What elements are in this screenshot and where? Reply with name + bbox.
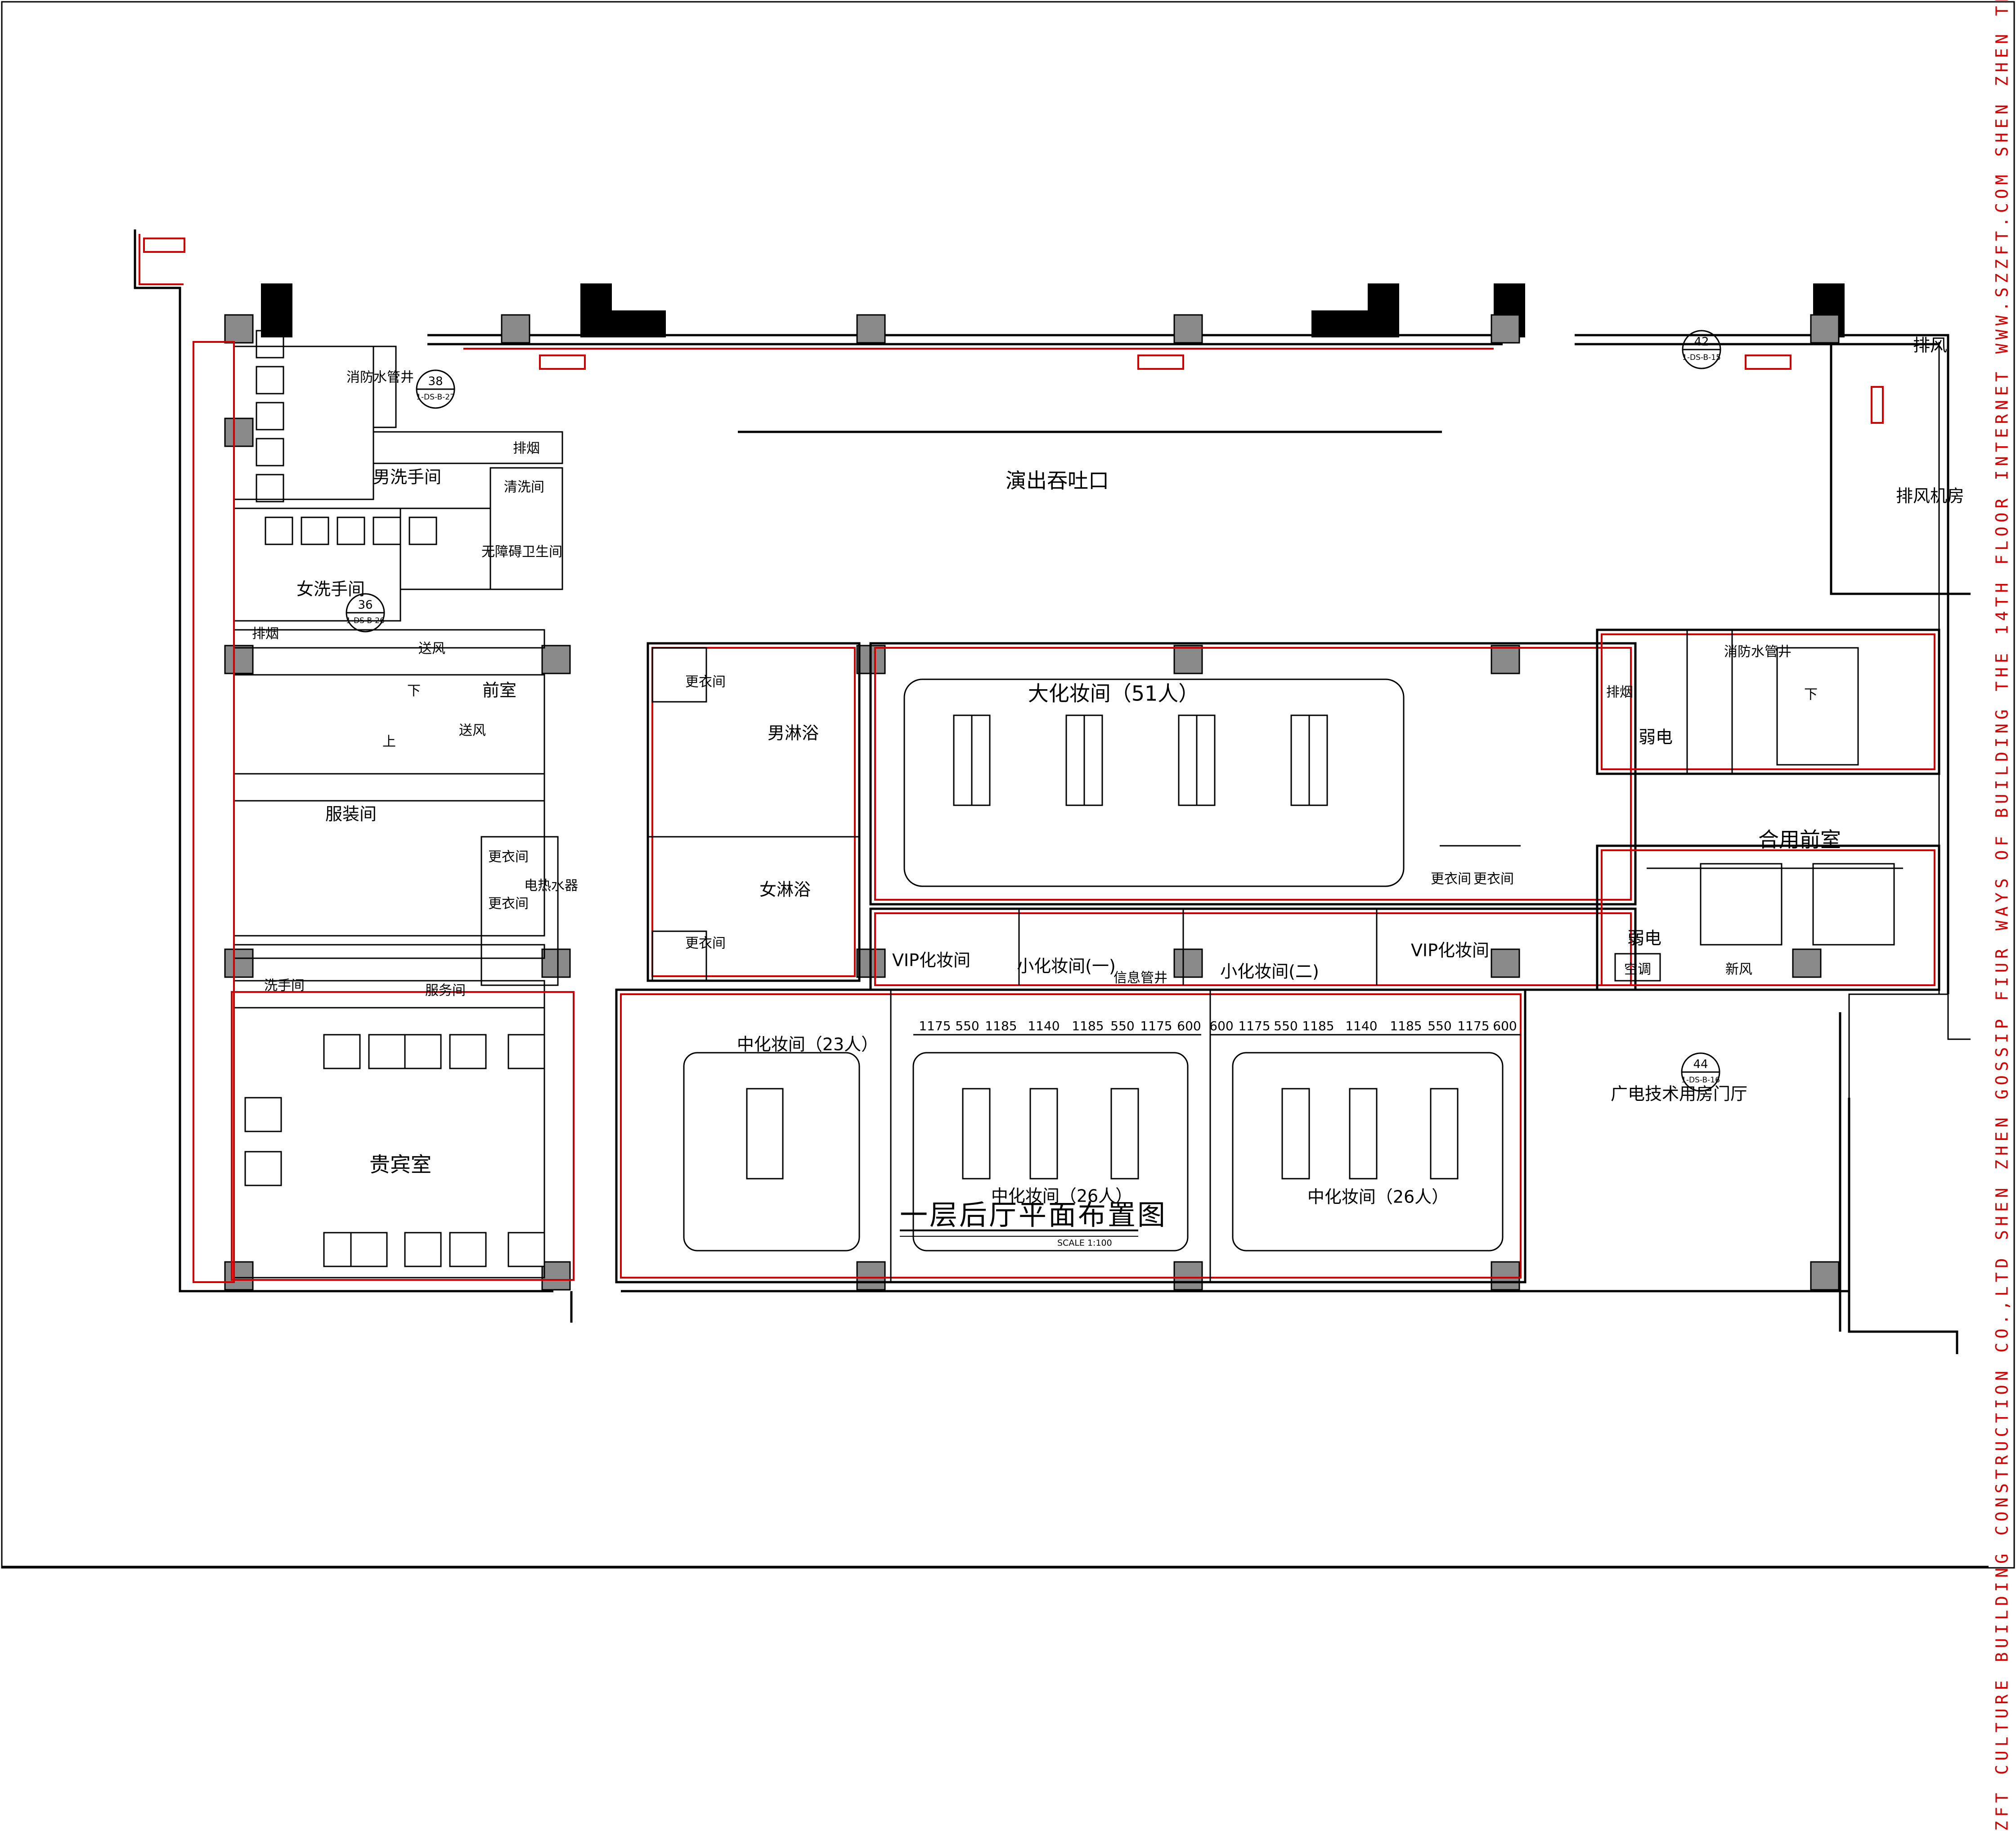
dim-a-3: 1185 <box>985 1019 1017 1033</box>
label-info-shaft: 信息管井 <box>1114 970 1167 986</box>
marker-42-top: 42 <box>1694 335 1709 349</box>
label-service: 服务间 <box>425 983 466 999</box>
mens-toilet-stalls <box>256 330 437 545</box>
label-supply-air-1: 送风 <box>418 641 445 657</box>
company-info-text: ZFT CULTURE BUILDING CONSTRUCTION CO.,LT… <box>1992 0 2012 1831</box>
label-change-b: 更衣间 <box>488 896 529 912</box>
label-change-e: 更衣间 <box>1431 871 1471 887</box>
label-performance: 演出吞吐口 <box>1006 469 1109 493</box>
dim-a-1: 1175 <box>919 1019 951 1033</box>
marker-36-bottom: 1-DS-B-26 <box>346 616 385 625</box>
dim-b-6: 1185 <box>1390 1019 1422 1033</box>
label-supply-air-2: 送风 <box>459 723 486 739</box>
label-small-makeup-2: 小化妆间(二) <box>1220 962 1319 982</box>
label-wash-small: 洗手间 <box>264 978 305 994</box>
label-broadcast-lobby: 广电技术用房门厅 <box>1611 1084 1747 1104</box>
left-wing <box>193 341 575 1283</box>
label-mens-washroom: 男洗手间 <box>373 467 441 487</box>
wall-blocks <box>261 283 1845 337</box>
dim-b-4: 1185 <box>1302 1019 1334 1033</box>
dim-b-9: 600 <box>1493 1019 1517 1033</box>
dimension-group-b: 600 1175 550 1185 1140 1185 550 1175 600 <box>1209 1019 1521 1036</box>
label-vip-lounge: 贵宾室 <box>369 1153 431 1177</box>
marker-38-top: 38 <box>428 375 443 388</box>
label-fire-shaft-left: 消防水管井 <box>346 370 414 386</box>
marker-38-bottom: 1-DS-B-27 <box>416 393 455 402</box>
label-mens-shower: 男淋浴 <box>768 723 819 743</box>
dim-a-8: 600 <box>1177 1019 1201 1033</box>
section-marker-36: 36 1-DS-B-26 <box>346 593 385 633</box>
section-marker-42: 42 1-DS-B-15 <box>1682 330 1721 369</box>
label-fresh-air: 新风 <box>1725 962 1752 978</box>
label-change-f: 更衣间 <box>1473 871 1514 887</box>
floor-plan: 演出吞吐口 排风 排风机房 男洗手间 女洗手间 消防水管井 排烟 清洗间 无障碍… <box>1 1 2015 1569</box>
label-vip-makeup-2: VIP化妆间 <box>1411 941 1489 960</box>
label-down: 下 <box>407 683 421 699</box>
sheet-border <box>1 1 2015 1569</box>
label-smoke-left: 排烟 <box>252 626 279 642</box>
dim-b-2: 1175 <box>1238 1019 1270 1033</box>
dim-b-1: 600 <box>1209 1019 1233 1033</box>
dimension-group-a: 1175 550 1185 1140 1185 550 1175 600 <box>913 1019 1201 1036</box>
dim-a-7: 1175 <box>1140 1019 1172 1033</box>
label-change-a: 更衣间 <box>488 849 529 865</box>
dim-b-3: 550 <box>1274 1019 1298 1033</box>
vip-seating <box>244 1034 545 1267</box>
label-mid-makeup-26a: 中化妆间（26人） <box>991 1186 1132 1206</box>
columns <box>224 314 1840 1291</box>
label-exhaust-room: 排风机房 <box>1896 486 1964 506</box>
label-weak-elec-1: 弱电 <box>1639 727 1673 747</box>
label-anteroom: 前室 <box>482 681 516 700</box>
dim-b-8: 1175 <box>1457 1019 1489 1033</box>
label-smoke-right: 排烟 <box>1606 685 1633 700</box>
exterior-walls <box>134 229 1971 1354</box>
label-costume: 服装间 <box>325 804 377 824</box>
label-down-right: 下 <box>1804 687 1818 703</box>
section-marker-44: 44 1-DS-B-16 <box>1681 1052 1720 1092</box>
label-big-makeup: 大化妆间（51人） <box>1028 682 1199 706</box>
label-up: 上 <box>382 734 396 750</box>
dim-a-2: 550 <box>955 1019 979 1033</box>
dim-a-6: 550 <box>1110 1019 1134 1033</box>
dim-b-5: 1140 <box>1345 1019 1377 1033</box>
label-accessible-toilet: 无障碍卫生间 <box>481 544 562 560</box>
label-fire-shaft-right: 消防水管井 <box>1724 644 1792 660</box>
label-change-d: 更衣间 <box>685 936 726 951</box>
label-change-c: 更衣间 <box>685 674 726 690</box>
marker-44-bottom: 1-DS-B-16 <box>1681 1076 1720 1085</box>
label-mid-makeup-26b: 中化妆间（26人） <box>1307 1187 1449 1207</box>
dim-a-5: 1185 <box>1072 1019 1104 1033</box>
label-water-heater: 电热水器 <box>524 878 578 894</box>
drawing-scale: SCALE 1:100 <box>1057 1238 1112 1248</box>
dim-b-7: 550 <box>1428 1019 1451 1033</box>
right-core <box>1596 628 1940 991</box>
label-weak-elec-2: 弱电 <box>1627 929 1661 948</box>
label-smoke-left-top: 排烟 <box>513 441 540 457</box>
label-womens-washroom: 女洗手间 <box>296 579 365 599</box>
label-ac: 空调 <box>1624 962 1651 978</box>
label-shared-anteroom: 合用前室 <box>1758 828 1841 852</box>
label-mid-makeup-23: 中化妆间（23人） <box>737 1035 878 1055</box>
title-underline <box>900 1230 1138 1237</box>
marker-44-top: 44 <box>1693 1058 1708 1071</box>
dim-a-4: 1140 <box>1028 1019 1060 1033</box>
marker-36-top: 36 <box>358 598 373 612</box>
drawing-title: 一层后厅平面布置图 <box>900 1198 1167 1231</box>
label-cleaning: 清洗间 <box>504 480 544 495</box>
big-makeup-seats <box>953 714 1328 806</box>
marker-42-bottom: 1-DS-B-15 <box>1682 353 1721 362</box>
label-exhaust-fan: 排风 <box>1913 336 1947 355</box>
section-marker-38: 38 1-DS-B-27 <box>416 369 455 409</box>
label-vip-makeup-1: VIP化妆间 <box>892 951 970 970</box>
label-womens-shower: 女淋浴 <box>759 880 811 900</box>
label-small-makeup-1: 小化妆间(一) <box>1017 956 1116 976</box>
central-lower-block <box>615 988 1527 1283</box>
red-markers <box>143 238 1884 424</box>
